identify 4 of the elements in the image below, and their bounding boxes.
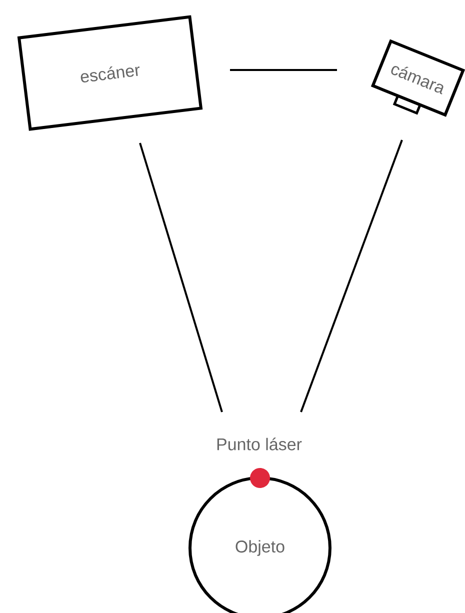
- point-label: Punto láser: [217, 438, 302, 450]
- connector-line: [230, 69, 337, 71]
- connector-line: [300, 140, 403, 412]
- connector-line: [139, 142, 223, 412]
